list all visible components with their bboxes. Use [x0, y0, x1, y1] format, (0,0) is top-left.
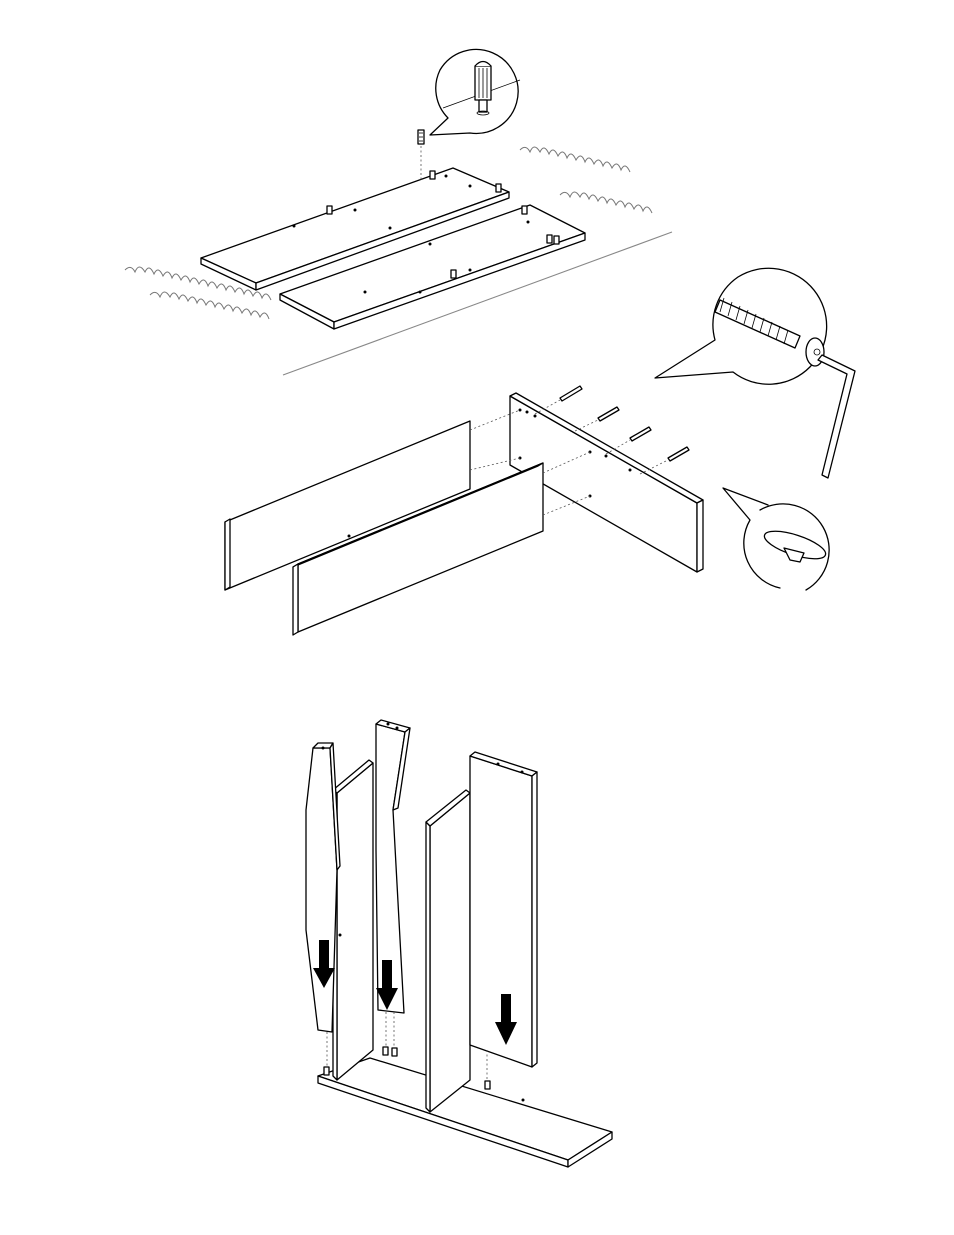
dowel-pin-icon [418, 130, 424, 180]
middle-divider [376, 720, 410, 1056]
left-fixed-panel [333, 760, 373, 1080]
cam-lock-icon [723, 488, 829, 590]
cam-screw-hex-key-icon [655, 268, 855, 478]
step-2-group [225, 268, 855, 635]
step-3-group [306, 720, 612, 1167]
dowel-callout [430, 49, 520, 135]
step-1-group [125, 49, 672, 375]
cam-screw [575, 407, 619, 431]
middle-fixed-divider [426, 790, 470, 1112]
